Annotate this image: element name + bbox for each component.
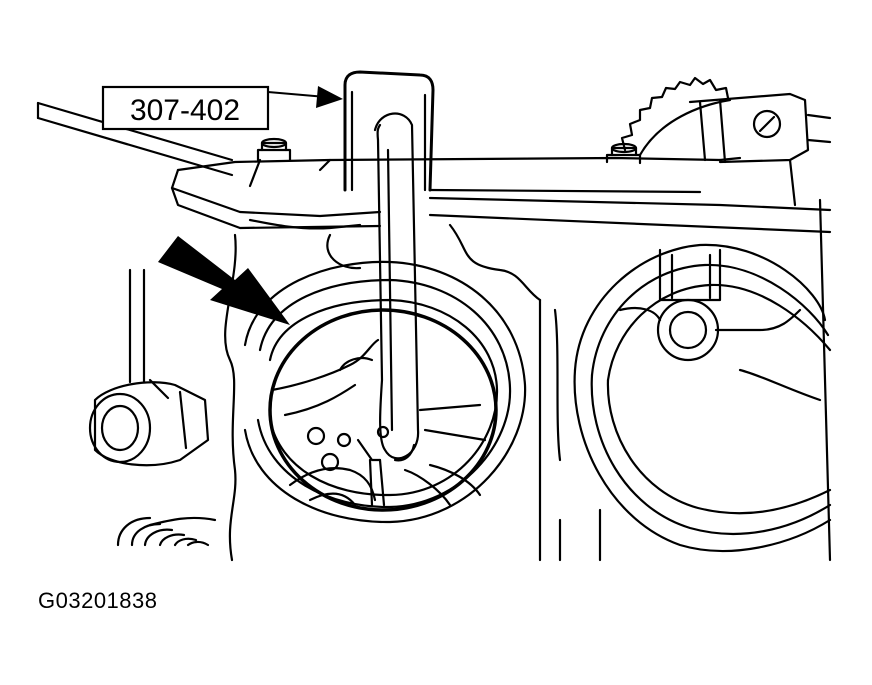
callout-leader (267, 91, 327, 98)
callout-label: 307-402 (130, 94, 240, 127)
tool-rod (36, 101, 234, 177)
right-pulley (573, 243, 832, 553)
pulley-hub (270, 338, 487, 507)
crankshaft-pulley (243, 260, 527, 524)
engine-block-outline (148, 198, 832, 562)
callout-box (101, 85, 270, 131)
timing-plate (170, 156, 832, 234)
figure-id: G03201838 (38, 588, 158, 613)
callout-arrowhead (316, 86, 343, 108)
toothed-sprocket (620, 76, 732, 157)
corrugated-hose (116, 516, 210, 547)
camshaft-bracket (688, 92, 832, 207)
bracket-screw (752, 109, 782, 139)
right-pulley-hub (618, 248, 822, 402)
tool-handle (343, 70, 435, 462)
plate-bolt-left (256, 137, 292, 162)
hex-fitting (88, 268, 210, 467)
pointer-arrow (158, 236, 290, 325)
pulley-holes (306, 425, 390, 472)
